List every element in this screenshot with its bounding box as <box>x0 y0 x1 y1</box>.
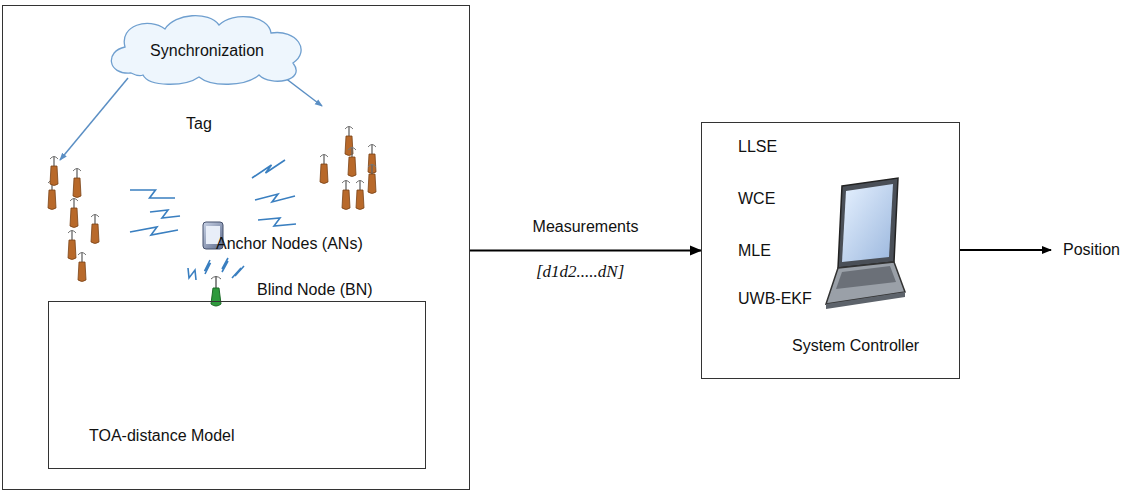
output-label: Position <box>1063 240 1120 259</box>
system-region: TagAnchor Nodes (ANs) SynchronizationBlin… <box>2 5 470 490</box>
measurement-arrow <box>470 250 701 252</box>
node-text: UWB-EKF <box>738 289 812 308</box>
node-text: WCE <box>738 189 775 208</box>
node-text: Synchronization <box>150 41 264 60</box>
anchor-antennas <box>48 126 376 282</box>
node-text: MLE <box>738 241 771 260</box>
node-text: Anchor Nodes (ANs) <box>216 234 363 253</box>
node-text: LLSE <box>738 137 777 156</box>
node-text: Blind Node (BN) <box>257 280 373 299</box>
vector-label: [d1d2.....dN] <box>536 262 624 282</box>
output-arrow <box>960 249 1051 251</box>
sync-cloud: Synchronization <box>101 11 313 86</box>
node-text: Tag <box>186 114 212 133</box>
toa-model-box: Blind Node (BN)TOA-distance Model <box>48 301 426 469</box>
edge-label: Measurements <box>533 217 639 236</box>
node-text: TOA-distance Model <box>89 426 235 445</box>
laptop-icon <box>826 178 905 309</box>
radio-waves <box>130 160 296 280</box>
sync-arrow <box>60 78 128 160</box>
node-text: System Controller <box>792 336 919 355</box>
system-controller-box: LLSE WCE MLE UWB-EKF System Controller <box>701 122 960 379</box>
